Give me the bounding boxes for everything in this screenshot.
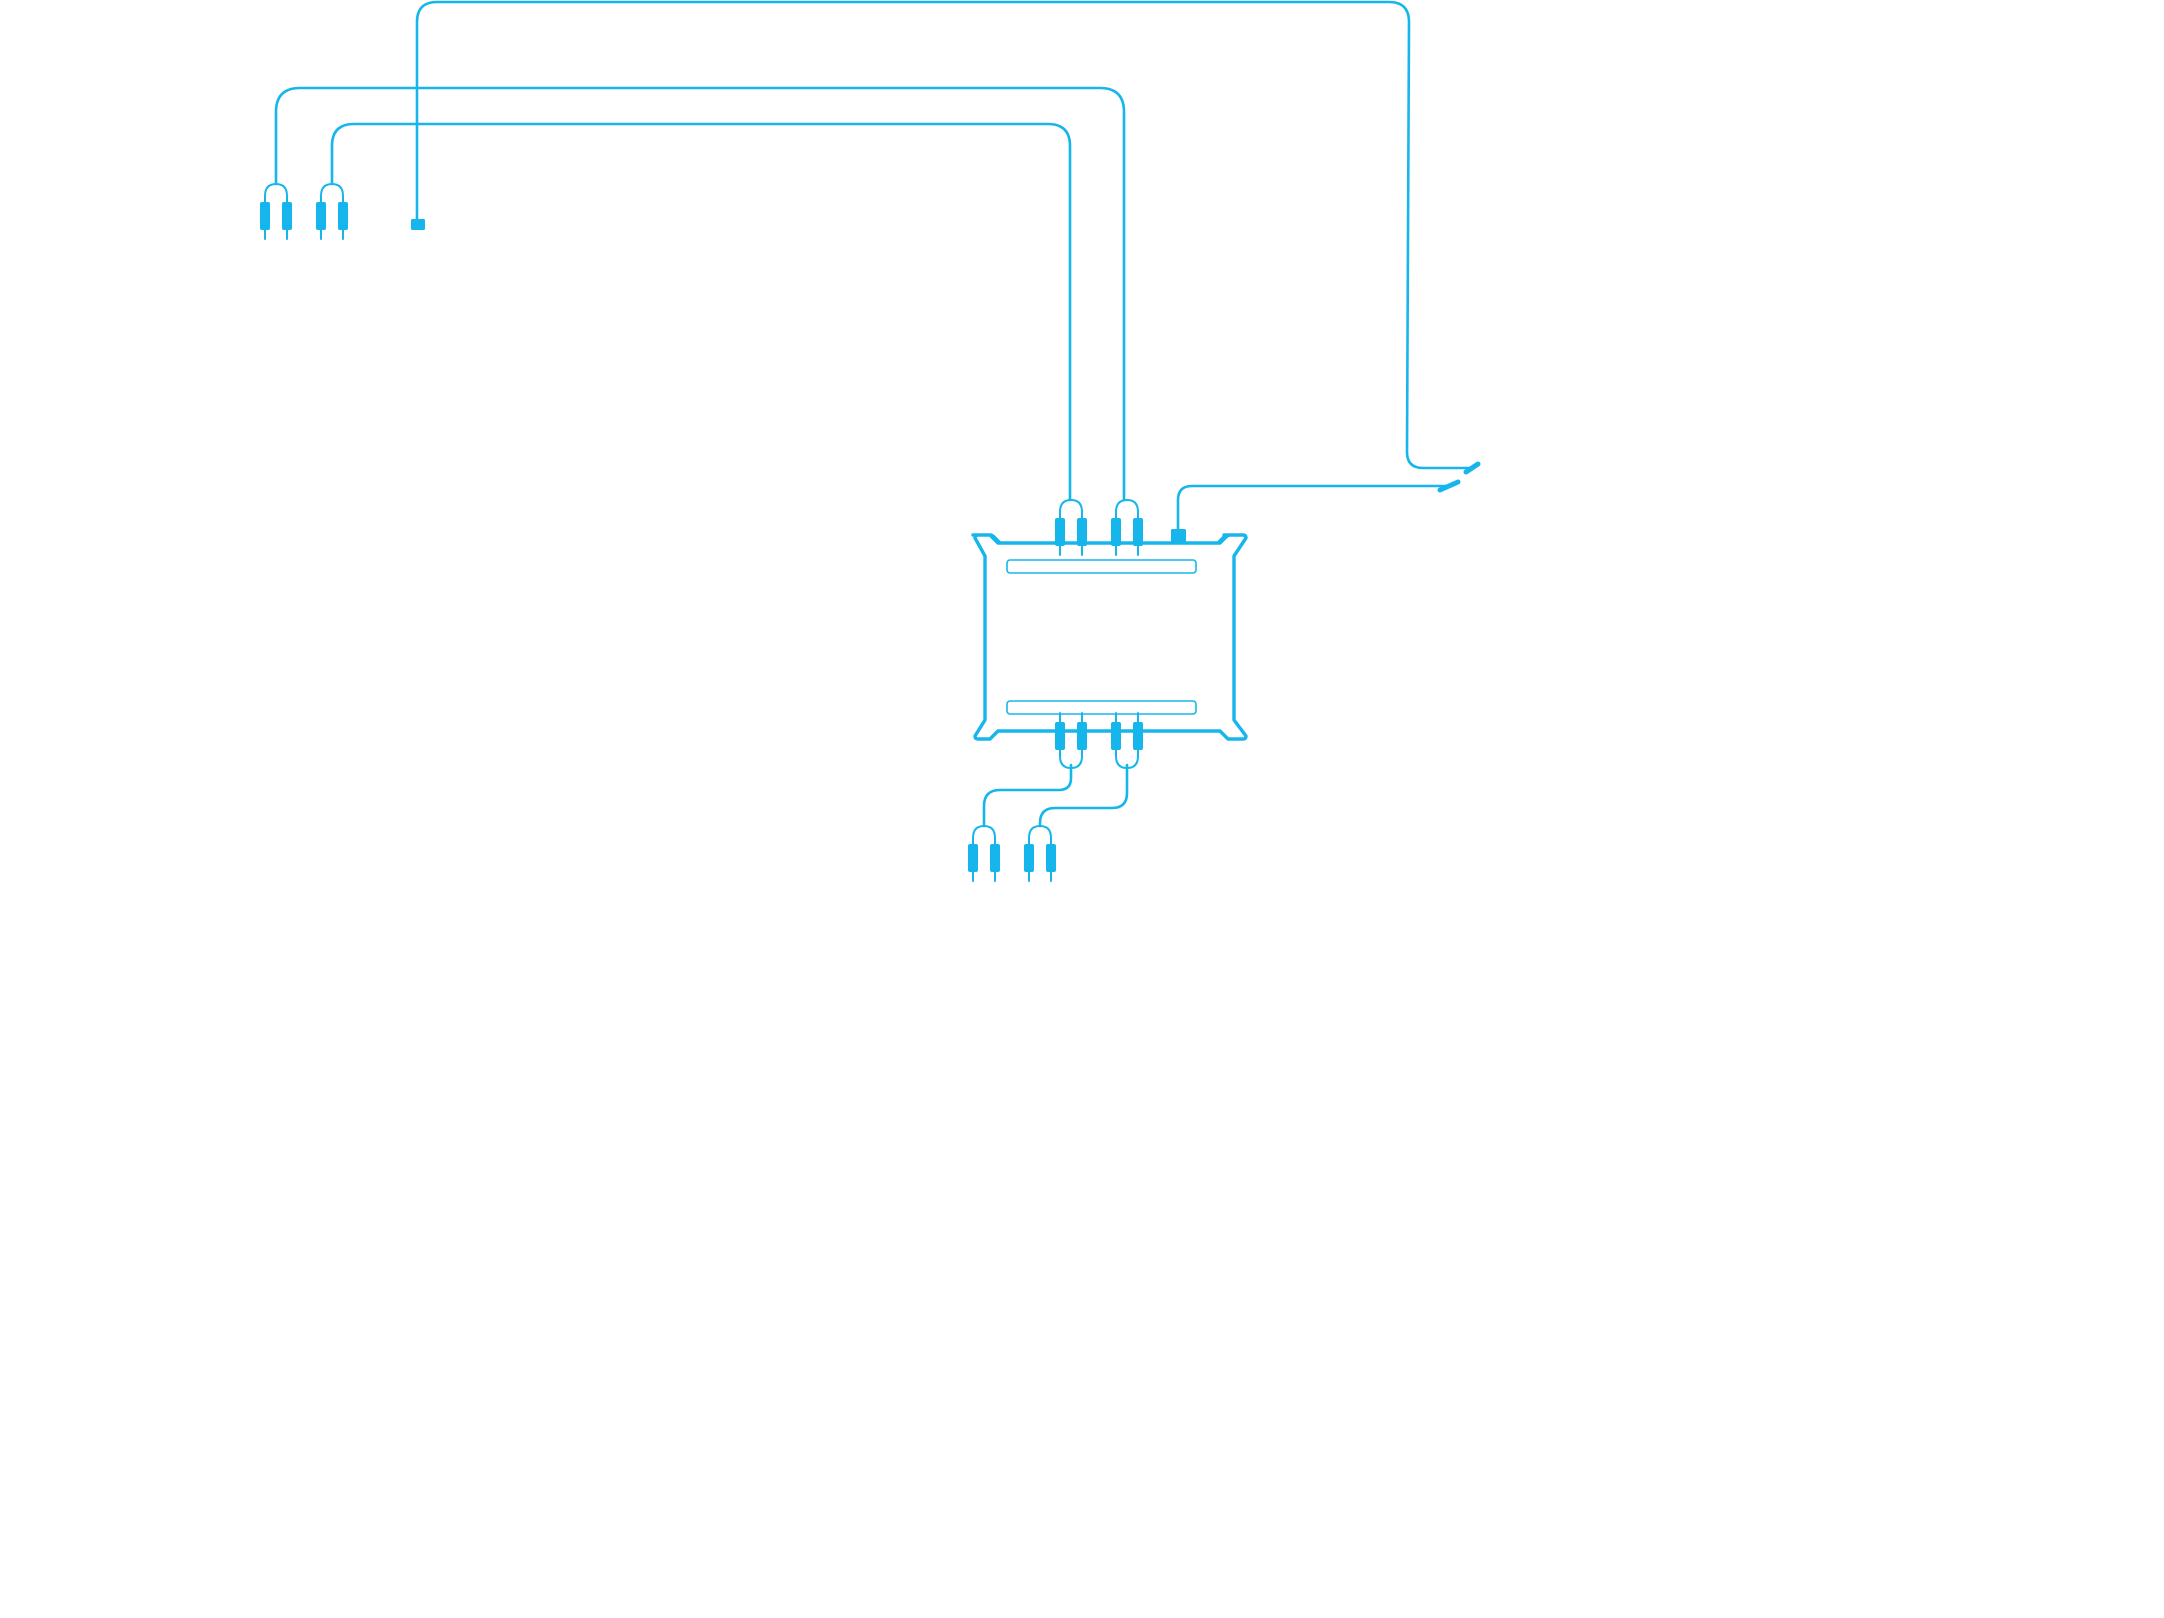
rca-input-cable-1 [274, 86, 1126, 502]
rca-output-cable-2 [1038, 763, 1129, 828]
rca-input-cable-2 [330, 122, 1072, 502]
rca-plug-pair-icon [315, 183, 349, 240]
interface-box-top-slot [1006, 559, 1197, 574]
rca-plug-pair-icon [1110, 499, 1144, 556]
interface-box-bottom-slot [1006, 700, 1197, 715]
interface-box-icon [971, 533, 1248, 741]
usb-device-cable-break-mark-lower [1437, 479, 1461, 493]
usb-cable [415, 0, 1474, 470]
usb-cable-break-mark-upper [1463, 461, 1481, 475]
interface-box-outline [971, 533, 1248, 741]
rca-plug-pair-icon [1023, 825, 1057, 882]
rca-plug-pair-icon [259, 183, 293, 240]
usb-plug-device-icon [1171, 529, 1186, 543]
rca-output-cable-1 [982, 763, 1073, 828]
rca-plug-pair-icon [1054, 499, 1088, 556]
rca-plug-pair-icon [967, 825, 1001, 882]
rca-plug-pair-icon [1054, 712, 1088, 769]
usb-device-cable [1176, 484, 1454, 532]
rca-plug-pair-icon [1110, 712, 1144, 769]
usb-plug-icon [411, 219, 425, 230]
